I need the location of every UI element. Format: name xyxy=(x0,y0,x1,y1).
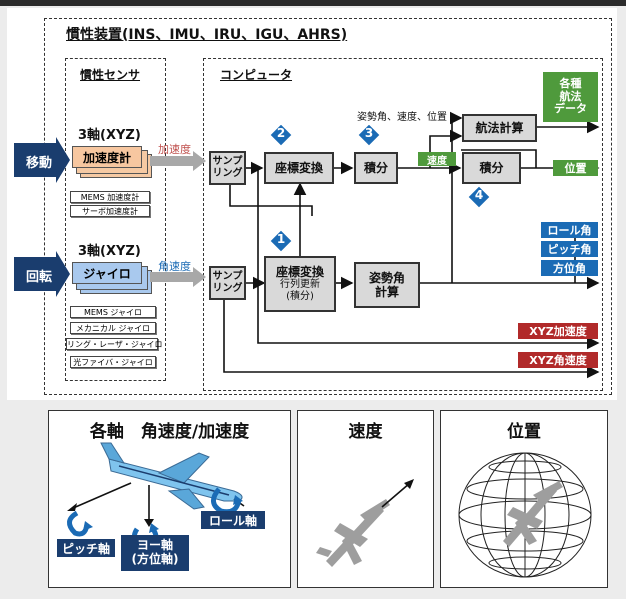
rotate-label: 回転 xyxy=(26,270,53,285)
step-3-number: 3 xyxy=(364,126,374,140)
accel-signal-label: 加速度 xyxy=(158,143,191,156)
output-xyz-gyro: XYZ角速度 xyxy=(518,352,598,368)
accel-chip-servo: サーボ加速度計 xyxy=(70,205,150,217)
line-int2-nav xyxy=(461,149,537,168)
output-roll: ロール角 xyxy=(541,222,598,238)
step-2-marker: 2 xyxy=(269,123,293,147)
accel-axis-label: 3軸(XYZ) xyxy=(78,128,141,143)
step-4-number: 4 xyxy=(474,188,484,202)
gyro-chip-mechanical: メカニカル ジャイロ xyxy=(70,322,156,334)
sensor-frame xyxy=(65,58,166,381)
main-panel xyxy=(7,8,617,400)
rotate-arrow xyxy=(14,251,70,297)
top-strip xyxy=(0,0,626,6)
output-heading: 方位角 xyxy=(541,260,598,276)
accel-chip-mems: MEMS 加速度計 xyxy=(70,191,150,203)
output-position: 位置 xyxy=(553,160,598,176)
step-1-number: 1 xyxy=(276,232,286,246)
accelerometer-box: 加速度計 xyxy=(72,146,142,168)
axes-panel-title: 各軸 角速度/加速度 xyxy=(89,422,250,442)
gyro-signal-label: 角速度 xyxy=(158,260,191,273)
velocity-panel-title: 速度 xyxy=(348,422,383,442)
flow-lines xyxy=(223,111,600,379)
attitude-calc-box: 姿勢角 計算 xyxy=(354,262,420,308)
axes-panel: 各軸 角速度/加速度 ピッチ軸 ヨー軸 (方位軸) ロール軸 xyxy=(48,410,291,588)
output-xyz-accel: XYZ加速度 xyxy=(518,323,598,339)
move-arrow xyxy=(14,137,70,183)
step-1-marker: 1 xyxy=(269,229,293,253)
integrate-box-2: 積分 xyxy=(462,152,521,184)
nav-calc-box: 航法計算 xyxy=(462,114,537,142)
gyroscope-box: ジャイロ xyxy=(72,262,142,284)
coord-convert-box: 座標変換 xyxy=(264,152,334,184)
line-xyz-accel xyxy=(257,168,600,350)
line-att-nav xyxy=(449,111,463,283)
roll-axis-label: ロール軸 xyxy=(201,511,265,529)
output-nav-data: 各種 航法 データ xyxy=(543,72,598,122)
gyro-chip-fiber: 光ファイバ・ジャイロ xyxy=(70,356,156,368)
output-pitch: ピッチ角 xyxy=(541,241,598,257)
position-panel: 位置 xyxy=(440,410,608,588)
yaw-axis-label: ヨー軸 (方位軸) xyxy=(121,535,189,571)
velocity-tag: 速度 xyxy=(418,152,456,167)
coord-convert-2-sub: 行列更新 (積分) xyxy=(280,279,320,303)
motion-arrows xyxy=(14,137,206,297)
gyro-signal-arrow xyxy=(150,267,206,287)
gyro-axis-label: 3軸(XYZ) xyxy=(78,244,141,259)
sampling-box-1: サンプ リング xyxy=(209,151,246,185)
computer-frame xyxy=(203,58,603,391)
accel-signal-arrow xyxy=(150,151,206,171)
jet-illustration xyxy=(67,442,245,546)
gyro-chip-ring-laser: リング・レーザ・ジャイロ xyxy=(66,338,163,350)
pitch-axis-label: ピッチ軸 xyxy=(57,539,115,557)
coord-convert-matrix-box: 座標変換 行列更新 (積分) xyxy=(264,256,336,312)
nav-input-label: 姿勢角、速度、位置 xyxy=(357,112,447,123)
integrate-box-1: 積分 xyxy=(354,152,398,184)
outer-dashed-frame xyxy=(44,18,612,395)
position-panel-title: 位置 xyxy=(507,422,541,442)
coord-convert-2-title: 座標変換 xyxy=(275,264,324,279)
move-label: 移動 xyxy=(26,156,53,171)
device-title: 慣性装置(INS、IMU、IRU、IGU、AHRS) xyxy=(66,27,348,43)
line-xyz-gyro xyxy=(223,300,600,379)
plane-velocity-illustration xyxy=(316,479,414,567)
sampling-box-2: サンプ リング xyxy=(209,266,246,300)
computer-title: コンピュータ xyxy=(220,68,293,82)
velocity-panel: 速度 xyxy=(297,410,434,588)
globe-illustration xyxy=(458,452,592,578)
step-2-number: 2 xyxy=(276,126,286,140)
step-4-marker: 4 xyxy=(467,185,491,209)
sensor-title: 慣性センサ xyxy=(80,68,141,82)
line-samp1-down xyxy=(229,185,313,216)
gyro-chip-mems: MEMS ジャイロ xyxy=(70,306,156,318)
step-3-marker: 3 xyxy=(357,123,381,147)
